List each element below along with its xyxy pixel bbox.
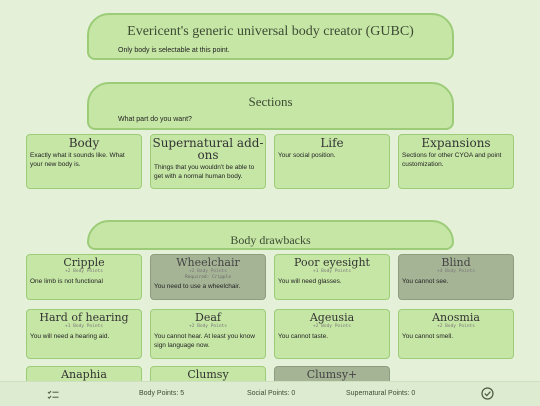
card-points: +1 Body Points bbox=[313, 269, 351, 274]
body-points-stat: Body Points: 5 bbox=[139, 390, 185, 397]
sections-header: Sections What part do you want? bbox=[87, 82, 454, 130]
card-points: +2 Body Points bbox=[189, 269, 227, 274]
check-circle-icon[interactable] bbox=[481, 387, 494, 405]
drawback-card-hard-of-hearing[interactable]: Hard of hearing +1 Body Points You will … bbox=[26, 309, 142, 359]
card-title: Supernatural add-ons bbox=[152, 136, 264, 162]
card-title: Ageusia bbox=[309, 311, 355, 324]
card-desc: Exactly what it sounds like. What your n… bbox=[30, 152, 125, 168]
card-points: +2 Body Points bbox=[65, 269, 103, 274]
list-check-icon[interactable] bbox=[47, 388, 59, 406]
card-desc: Things that you wouldn't be able to get … bbox=[154, 164, 255, 180]
card-title: Body bbox=[68, 136, 100, 150]
page-title: Evericent's generic universal body creat… bbox=[127, 24, 414, 39]
card-desc: You cannot taste. bbox=[278, 333, 328, 340]
card-desc: You will need glasses. bbox=[278, 278, 342, 285]
card-points: +1 Body Points bbox=[65, 324, 103, 329]
card-desc: You cannot hear. At least you know sign … bbox=[154, 333, 255, 349]
card-points: +2 Body Points bbox=[437, 324, 475, 329]
section-card-expansions[interactable]: Expansions Sections for other CYOA and p… bbox=[398, 134, 514, 189]
card-title: Hard of hearing bbox=[39, 311, 129, 324]
section-card-life[interactable]: Life Your social position. bbox=[274, 134, 390, 189]
card-desc: Your social position. bbox=[278, 152, 336, 159]
card-title: Clumsy bbox=[187, 368, 229, 381]
header-panel: Evericent's generic universal body creat… bbox=[87, 13, 454, 60]
card-title: Poor eyesight bbox=[294, 256, 370, 269]
card-desc: You cannot see. bbox=[402, 278, 449, 285]
supernatural-points-stat: Supernatural Points: 0 bbox=[346, 390, 416, 397]
page-subtitle: Only body is selectable at this point. bbox=[118, 47, 230, 54]
card-desc: You need to use a wheelchair. bbox=[154, 283, 241, 290]
points-bar: Body Points: 5 Social Points: 0 Supernat… bbox=[0, 381, 540, 406]
card-title: Anaphia bbox=[61, 368, 107, 381]
card-desc: You cannot smell. bbox=[402, 333, 454, 340]
section-card-supernatural[interactable]: Supernatural add-ons Things that you wou… bbox=[150, 134, 266, 189]
card-title: Wheelchair bbox=[176, 256, 240, 269]
sections-desc: What part do you want? bbox=[118, 116, 192, 123]
drawback-card-poor-eyesight[interactable]: Poor eyesight +1 Body Points You will ne… bbox=[274, 254, 390, 300]
section-card-body[interactable]: Body Exactly what it sounds like. What y… bbox=[26, 134, 142, 189]
card-title: Anosmia bbox=[432, 311, 480, 324]
card-desc: One limb is not functional bbox=[30, 278, 103, 285]
card-title: Clumsy+ bbox=[306, 368, 358, 381]
drawback-card-wheelchair[interactable]: Wheelchair +2 Body Points Required: Crip… bbox=[150, 254, 266, 300]
card-points: +4 Body Points bbox=[437, 269, 475, 274]
drawback-card-deaf[interactable]: Deaf +2 Body Points You cannot hear. At … bbox=[150, 309, 266, 359]
card-points: +2 Body Points bbox=[313, 324, 351, 329]
drawback-card-anosmia[interactable]: Anosmia +2 Body Points You cannot smell. bbox=[398, 309, 514, 359]
card-desc: Sections for other CYOA and point custom… bbox=[402, 152, 502, 168]
card-title: Deaf bbox=[195, 311, 221, 324]
card-title: Blind bbox=[441, 256, 471, 269]
sections-title: Sections bbox=[248, 94, 293, 109]
drawbacks-header: Body drawbacks bbox=[87, 220, 454, 250]
card-points: +2 Body Points bbox=[189, 324, 227, 329]
card-title: Expansions bbox=[421, 136, 491, 150]
card-title: Cripple bbox=[63, 256, 105, 269]
drawback-card-ageusia[interactable]: Ageusia +2 Body Points You cannot taste. bbox=[274, 309, 390, 359]
card-requirement: Required: Cripple bbox=[184, 275, 232, 280]
drawback-card-blind[interactable]: Blind +4 Body Points You cannot see. bbox=[398, 254, 514, 300]
card-title: Life bbox=[320, 136, 344, 150]
social-points-stat: Social Points: 0 bbox=[247, 390, 296, 397]
drawbacks-title: Body drawbacks bbox=[230, 233, 311, 247]
drawback-card-cripple[interactable]: Cripple +2 Body Points One limb is not f… bbox=[26, 254, 142, 300]
card-desc: You will need a hearing aid. bbox=[30, 333, 110, 340]
